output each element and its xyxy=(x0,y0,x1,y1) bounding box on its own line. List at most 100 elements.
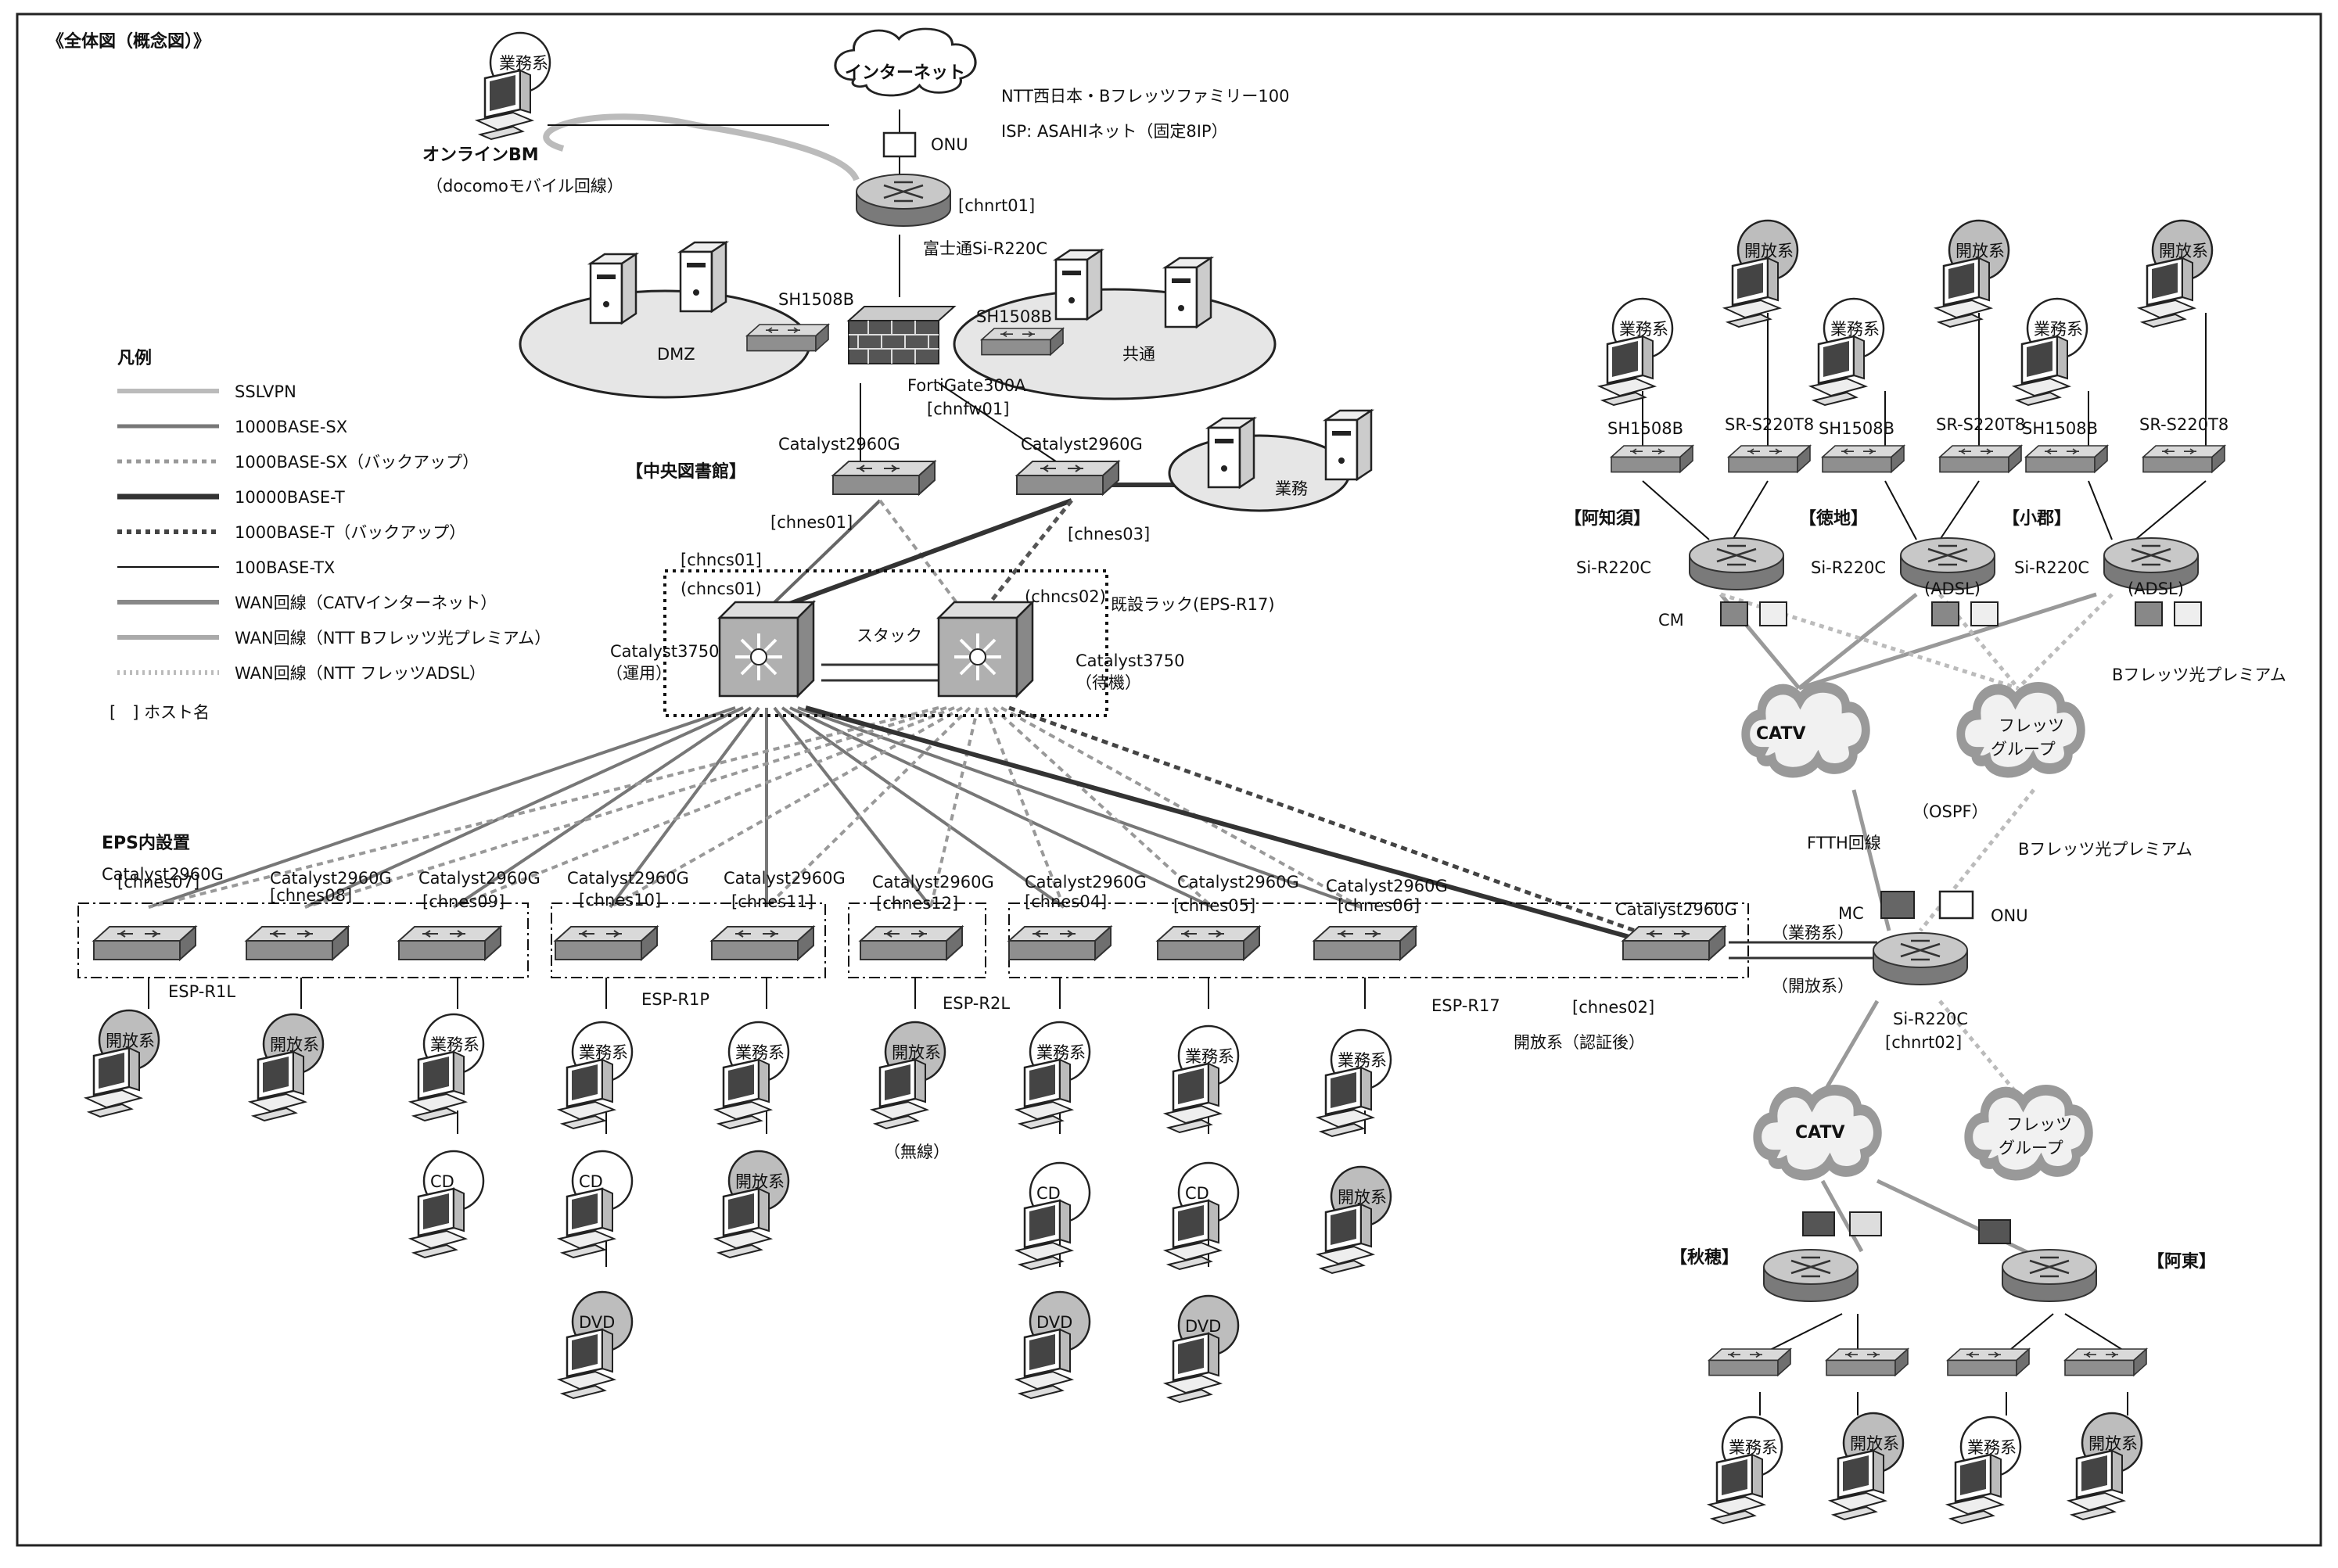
firewall-host: [chnfw01] xyxy=(927,400,1009,418)
eps-switch-model-1: Catalyst2960G xyxy=(102,865,224,884)
pc-node-9: 開放系 xyxy=(714,1150,790,1259)
links xyxy=(148,109,2207,1416)
branch-2-sw1 xyxy=(1822,445,1905,473)
onu2-label: ONU xyxy=(1991,906,2028,925)
bottom-branch-2-sw2 xyxy=(2064,1348,2147,1376)
common-server-2 xyxy=(1164,257,1212,328)
eps-switch-host-5: [chnes11] xyxy=(731,892,813,911)
eps-heading: EPS内設置 xyxy=(102,833,190,853)
pc-node-11-label: 業務系 xyxy=(1036,1043,1086,1062)
branch-name-ato: 【阿東】 xyxy=(2147,1252,2216,1272)
eps-group-r2l xyxy=(848,902,986,978)
pc-node-7: DVD xyxy=(558,1290,634,1400)
branch-1-sw1 xyxy=(1611,445,1693,473)
bottom-branch-2-gyomu-pc: 業務系 xyxy=(1946,1416,2022,1525)
svg-text:（docomoモバイル回線）: （docomoモバイル回線） xyxy=(426,177,623,196)
pc-node-11: 業務系 xyxy=(1015,1021,1091,1130)
core2-role: （待機） xyxy=(1076,673,1141,692)
branch-1-extra: CM xyxy=(1658,611,1684,630)
stack-label: スタック xyxy=(857,626,922,645)
svg-text:オンラインBM: オンラインBM xyxy=(422,145,539,165)
bottom-branch-2-router xyxy=(2001,1248,2098,1303)
gyomu-server-2 xyxy=(1324,409,1373,481)
svg-text:[ ] ホスト名: [ ] ホスト名 xyxy=(110,703,210,722)
branch-1-router xyxy=(1688,536,1785,591)
pc-node-6-label: CD xyxy=(579,1172,603,1191)
pc-node-8: 業務系 xyxy=(714,1021,790,1130)
core-host1: [chncs01] xyxy=(681,551,762,569)
common-label: 共通 xyxy=(1122,345,1155,364)
pc-node-1-label: 開放系 xyxy=(106,1032,155,1050)
pc-node-14-label: 業務系 xyxy=(1185,1047,1234,1066)
bflets-premium-upper: Bフレッツ光プレミアム xyxy=(2112,666,2286,684)
gyomu-zone-label: 業務 xyxy=(1275,479,1308,498)
router2-model: Si-R220C xyxy=(1893,1010,1968,1028)
svg-text:インターネット: インターネット xyxy=(845,63,965,83)
wan-flets-lower: フレッツ グループ xyxy=(1969,1090,2089,1175)
pc-node-12-label: CD xyxy=(1036,1184,1061,1203)
firewall-model: FortiGate300A xyxy=(907,376,1026,395)
pc-node-17: 業務系 xyxy=(1316,1028,1392,1138)
wan-flets-upper: フレッツ グループ xyxy=(1961,687,2081,773)
rack-label: 既設ラック(EPS-R17) xyxy=(1111,595,1275,614)
bottom-branch-2-kaiho-pc: 開放系 xyxy=(2067,1412,2143,1521)
firewall-icon xyxy=(846,306,957,364)
internet-cloud: インターネット xyxy=(834,27,977,97)
wireless-label: （無線） xyxy=(884,1143,950,1161)
branch-3-sw2 xyxy=(2142,445,2225,473)
pc-node-4-label: CD xyxy=(430,1172,454,1191)
eps-switch-model-6: Catalyst2960G xyxy=(872,873,994,892)
core-switch-1 xyxy=(718,601,815,698)
chnes02-model: Catalyst2960G xyxy=(1615,900,1737,919)
eps-switch-3 xyxy=(398,926,501,960)
onu2-icon xyxy=(1938,890,1974,920)
pc-nodes: 開放系開放系業務系CD業務系CDDVD業務系開放系開放系業務系CDDVD業務系C… xyxy=(84,1009,1392,1404)
legend: 凡例 SSLVPN 1000BASE-SX 1000BASE-SX（バックアップ… xyxy=(110,349,551,722)
branch-2-extra: (ADSL) xyxy=(1924,579,1981,598)
chnes01-host: [chnes01] xyxy=(770,513,853,532)
branch-2-sw2-label: SR-S220T8 xyxy=(1936,415,2025,434)
bottom-branch-1-router xyxy=(1762,1248,1859,1303)
branch-2-sw1-label: SH1508B xyxy=(1819,419,1894,438)
gyomu-server-1 xyxy=(1207,417,1255,489)
ospf-label: （OSPF） xyxy=(1912,802,1988,821)
group-label-r2l: ESP-R2L xyxy=(943,994,1010,1013)
central-site-label: 【中央図書館】 xyxy=(626,461,746,482)
wan-catv-lower: CATV xyxy=(1758,1090,1878,1175)
router-chnrt02 xyxy=(1872,931,1969,986)
pc-node-15: CD xyxy=(1164,1161,1240,1271)
eps-switch-1 xyxy=(93,926,196,960)
dmz-label: DMZ xyxy=(657,345,695,364)
common-switch-label: SH1508B xyxy=(976,307,1052,326)
bottom-branch-2-kaiho-pc-label: 開放系 xyxy=(2088,1434,2138,1453)
pc-node-2-label: 開放系 xyxy=(270,1035,319,1054)
eps-switch-host-1: [chnes07] xyxy=(117,873,199,892)
eps-switch-4 xyxy=(555,926,658,960)
branch-3-sw1-label: SH1508B xyxy=(2022,419,2098,438)
pc-node-9-label: 開放系 xyxy=(735,1172,785,1191)
online-bm-pc: 業務系 オンラインBM （docomoモバイル回線） xyxy=(422,31,623,196)
wan-catv-upper: CATV xyxy=(1746,687,1866,773)
pc-node-16-label: DVD xyxy=(1185,1317,1221,1336)
eps-switch-host-3: [chnes09] xyxy=(422,892,505,911)
svg-text:100BASE-TX: 100BASE-TX xyxy=(235,558,335,577)
onu-label: ONU xyxy=(931,135,968,154)
eps-switch-host-2: [chnes08] xyxy=(270,886,352,905)
common-switch xyxy=(981,328,1064,356)
svg-text:1000BASE-T（バックアップ）: 1000BASE-T（バックアップ） xyxy=(235,523,465,542)
pc-node-13: DVD xyxy=(1015,1290,1091,1400)
pc-node-15-label: CD xyxy=(1185,1184,1209,1203)
bflets-premium-lower: Bフレッツ光プレミアム xyxy=(2018,840,2193,859)
branch-2-kaiho-pc: 開放系 xyxy=(1934,219,2010,328)
svg-text:1000BASE-SX（バックアップ）: 1000BASE-SX（バックアップ） xyxy=(235,453,479,472)
eps-switch-model-2: Catalyst2960G xyxy=(270,869,392,888)
bottom-branch-2-sw1 xyxy=(1947,1348,2030,1376)
mc-label: MC xyxy=(1838,904,1864,923)
dmz-server-1 xyxy=(589,253,637,325)
pc-node-5-label: 業務系 xyxy=(579,1043,628,1062)
eps-switch-5 xyxy=(711,926,814,960)
core-host1b: (chncs01) xyxy=(681,579,762,598)
page-title: 《全体図（概念図）》 xyxy=(47,31,210,52)
eps-switch-host-4: [chnes10] xyxy=(579,891,661,910)
svg-text:1000BASE-SX: 1000BASE-SX xyxy=(235,418,347,436)
